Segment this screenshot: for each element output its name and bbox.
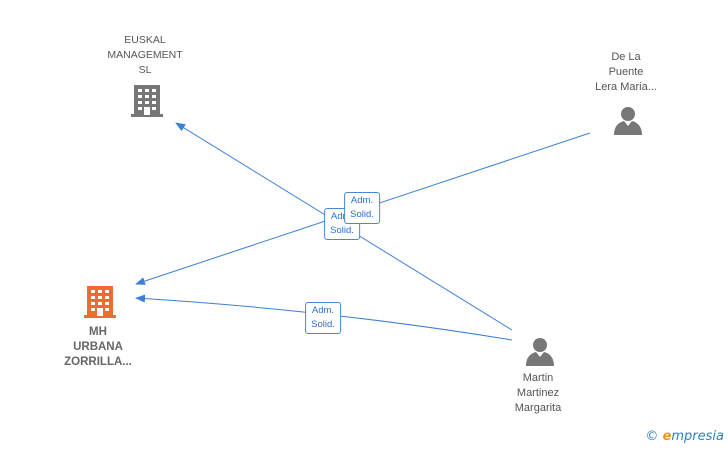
brand-logo-text: mpresia [671,429,724,444]
node-label-mhurbana: MH URBANA ZORRILLA... [64,326,132,368]
node-label-euskal: EUSKAL MANAGEMENT SL [107,34,183,76]
edge-badge-martin-mhurbana[interactable]: Adm. Solid. [305,302,341,334]
edge-badge-delapuente-mhurbana[interactable]: Adm. Solid. [344,192,380,224]
person-icon[interactable] [613,106,643,136]
building-icon[interactable] [131,84,163,118]
brand-logo-initial: e [662,429,672,444]
person-icon[interactable] [525,337,555,367]
copyright-icon: © [645,429,659,444]
brand-footer: © empresia [645,429,724,444]
node-label-martin: Martin Martinez Margarita [514,372,562,414]
building-icon[interactable] [84,285,116,319]
node-label-delapuente: De La Puente Lera Maria... [595,51,657,93]
